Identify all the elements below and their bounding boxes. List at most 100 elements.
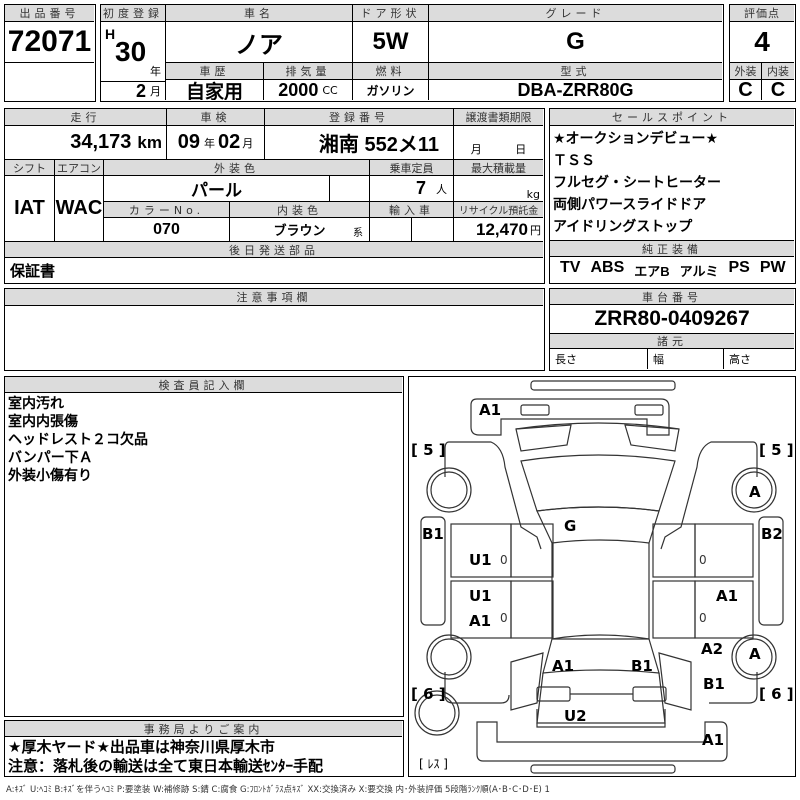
chassis-box: 車台番号 ZRR80-0409267 諸元 長さ 幅 高さ xyxy=(549,288,796,371)
inspector-line-2: 室内内張傷 xyxy=(8,414,78,430)
sales-point-1: ★オークションデビュー★ xyxy=(553,131,719,147)
plate-header: 登録番号 xyxy=(265,109,454,126)
equip-pw: PW xyxy=(759,259,786,276)
shift-header: シフト xyxy=(5,160,55,176)
equip-airbag: エアB xyxy=(634,264,670,279)
era: H xyxy=(105,26,116,42)
mark-right-fender: B2 xyxy=(761,525,783,543)
equip-ps: PS xyxy=(728,259,750,276)
transfer-day: 日 xyxy=(515,143,527,156)
mark-rear-panel: U2 xyxy=(564,707,587,725)
first-reg-month-cell: 2 月 xyxy=(101,82,166,100)
notes-header: 注意事項欄 xyxy=(5,289,543,306)
sales-point-2: ＴＳＳ xyxy=(553,153,595,169)
mark-lr-door-1: U1 xyxy=(469,587,492,605)
inspection-month: 02 xyxy=(218,131,241,153)
vehicle-header-box: 初度登録 H 30 年 2 月 車名 ノア ドア形状 5W グレード G 車歴 … xyxy=(100,4,724,102)
history-header: 車歴 xyxy=(166,63,264,80)
transfer-header: 譲渡書類期限 xyxy=(454,109,543,126)
mark-front-bumper: A1 xyxy=(479,401,502,419)
mark-r-quarter-1: A2 xyxy=(701,640,724,658)
insp-year-unit: 年 xyxy=(204,136,215,150)
car-name: ノア xyxy=(166,22,353,63)
score-box: 評価点 4 外装 内装 C C xyxy=(729,4,796,102)
inspector-header: 検査員記入欄 xyxy=(5,377,402,393)
score-header: 評価点 xyxy=(730,5,794,22)
chassis-header: 車台番号 xyxy=(550,289,794,305)
equipment-list: TV ABS エアB アルミ PS PW xyxy=(560,259,786,280)
inspection-header: 車検 xyxy=(167,109,265,126)
history: 自家用 xyxy=(166,80,264,100)
lot-blank xyxy=(5,63,94,100)
fuel: ガソリン xyxy=(353,80,429,100)
spec-height: 高さ xyxy=(729,353,751,366)
details-box: 走行 34,173 km 車検 09 年 02 月 登録番号 湘南 552メ11… xyxy=(4,108,545,284)
recycle-header: リサイクル預託金 xyxy=(454,202,543,218)
recycle-cell: 12,470 円 xyxy=(454,218,543,242)
inspector-line-4: バンパー下Ａ xyxy=(8,450,93,466)
mark-rr-wheel: A xyxy=(749,645,761,663)
equip-abs: ABS xyxy=(590,259,625,276)
equipment-header: 純正装備 xyxy=(550,240,794,257)
mark-r-quarter-2: B1 xyxy=(703,675,725,693)
tread-front-right: [ 5 ] xyxy=(759,441,794,459)
mark-rear-left: A1 xyxy=(552,657,575,675)
mark-rear-right: B1 xyxy=(631,657,653,675)
first-reg-month: 2 xyxy=(135,82,146,100)
mark-rear-bumper: A1 xyxy=(702,731,725,749)
color-no-header: カラーNo. xyxy=(104,202,230,218)
sales-points-header: セールスポイント xyxy=(550,109,794,126)
sales-point-5: アイドリングストップ xyxy=(553,219,693,235)
mark-windshield: G xyxy=(564,517,577,535)
mark-left-fender: B1 xyxy=(422,525,444,543)
inspection-year: 09 xyxy=(177,131,200,153)
model-header: 型式 xyxy=(429,63,722,80)
capacity-unit: 人 xyxy=(436,182,447,196)
import-header: 輸入車 xyxy=(370,202,454,218)
zero-mark-4: 0 xyxy=(699,611,707,625)
damage-diagram: A1 G B1 B2 A A U1 U1 A1 A1 A2 B1 A1 B1 U… xyxy=(408,376,796,777)
first-reg-year-cell: H 30 年 xyxy=(101,22,166,82)
zero-mark-1: 0 xyxy=(500,553,508,567)
transfer-month: 月 xyxy=(470,143,482,156)
displacement-header: 排気量 xyxy=(264,63,353,80)
ext-color-blank xyxy=(330,176,370,202)
office-line-2: 注意：落札後の輸送は全て東日本輸送ｾﾝﾀｰ手配 xyxy=(8,757,324,775)
tread-rear-right: [ 6 ] xyxy=(759,685,794,703)
legend: A:ｷｽﾞ U:ﾍｺﾐ B:ｷｽﾞを伴うﾍｺﾐ P:要塗装 W:補修跡 S:錆 … xyxy=(6,785,550,795)
ac-header: エアコン xyxy=(55,160,104,176)
int-score-header: 内装 xyxy=(762,63,794,80)
notes-box: 注意事項欄 xyxy=(4,288,545,371)
lot-number-header: 出品番号 xyxy=(5,5,94,22)
km-unit: km xyxy=(137,132,162,152)
inspector-line-1: 室内汚れ xyxy=(8,396,64,412)
zero-mark-3: 0 xyxy=(699,553,707,567)
tread-rear-left: [ 6 ] xyxy=(411,685,446,703)
year-unit: 年 xyxy=(150,65,161,78)
sales-point-4: 両側パワースライドドア xyxy=(553,197,707,213)
mark-lr-door-2: A1 xyxy=(469,612,492,630)
month-unit: 月 xyxy=(150,85,161,98)
door-header: ドア形状 xyxy=(353,5,429,22)
ext-score: C xyxy=(730,80,762,100)
ext-color-header: 外装色 xyxy=(104,160,370,176)
cc-unit: CC xyxy=(322,83,338,97)
sales-point-3: フルセグ・シートヒーター xyxy=(553,175,721,191)
plate-number: 湘南 552メ11 xyxy=(265,126,454,160)
import-blank-2 xyxy=(412,218,454,242)
int-color-cell: ブラウン 系 xyxy=(230,218,370,242)
mark-fr-wheel: A xyxy=(749,483,761,501)
int-color-header: 内装色 xyxy=(230,202,370,218)
spare-tire-label: [ ﾚｽ ] xyxy=(419,757,448,771)
later-parts: 保証書 xyxy=(10,261,56,280)
mark-rr-door: A1 xyxy=(716,587,739,605)
score-value: 4 xyxy=(730,22,794,63)
mileage-header: 走行 xyxy=(5,109,167,126)
mileage: 34,173 xyxy=(70,131,132,153)
import-blank-1 xyxy=(370,218,412,242)
equip-alloy: アルミ xyxy=(679,264,719,279)
lot-number: 72071 xyxy=(5,22,94,63)
int-color-suffix: 系 xyxy=(353,228,363,239)
grade: G xyxy=(429,22,722,63)
sales-points-box: セールスポイント ★オークションデビュー★ ＴＳＳ フルセグ・シートヒーター 両… xyxy=(549,108,796,284)
